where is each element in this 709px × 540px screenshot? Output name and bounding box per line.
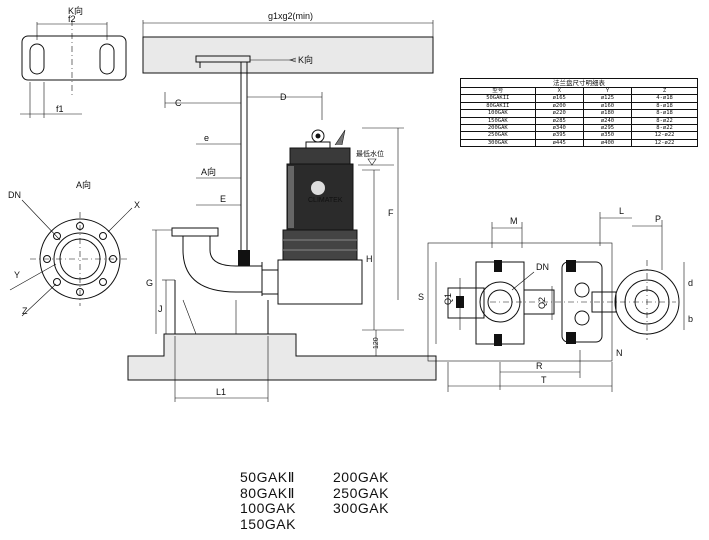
dim-L1: L1	[216, 387, 226, 397]
table-cell: 8-ø18	[631, 109, 698, 118]
model-list-right: 200GAK 250GAK 300GAK	[333, 469, 389, 517]
dim-e: e	[204, 133, 209, 143]
discharge-elbow	[171, 227, 269, 335]
k-view-title: K向	[68, 5, 83, 16]
flange-table-caption: 法兰盘尺寸明细表	[460, 78, 698, 88]
model-name: 100GAK	[240, 500, 296, 516]
plan-view	[427, 242, 680, 362]
table-cell: ø220	[534, 109, 584, 118]
dim-Q1: Q1	[443, 293, 453, 305]
table-row: 200GAK ø340 ø295 8-ø22	[460, 124, 698, 133]
a-view-flange	[30, 212, 130, 306]
model-name: 200GAK	[333, 469, 389, 485]
dim-C: C	[175, 98, 182, 108]
flange-table-header: Z	[631, 86, 698, 96]
table-cell: ø395	[534, 131, 584, 140]
table-row: 150GAK ø285 ø240 8-ø22	[460, 116, 698, 126]
table-cell: ø445	[534, 138, 584, 148]
dim-F: F	[388, 208, 394, 218]
flange-DN-label: DN	[8, 190, 21, 200]
dim-E: E	[220, 194, 226, 204]
table-cell: 150GAK	[460, 116, 536, 126]
dim-N: N	[616, 348, 623, 358]
table-cell: ø340	[534, 124, 584, 133]
table-cell: ø125	[582, 94, 633, 103]
table-row: 300GAK ø445 ø400 12-ø22	[460, 138, 698, 148]
model-name: 300GAK	[333, 500, 389, 516]
table-cell: ø160	[582, 101, 633, 111]
table-cell: 50GAKII	[460, 94, 536, 103]
dim-L: L	[619, 206, 624, 216]
dim-T: T	[541, 375, 547, 385]
table-cell: 12-ø22	[631, 131, 698, 140]
plan-DN-label: DN	[536, 262, 549, 272]
table-cell: ø295	[582, 124, 633, 133]
table-cell: 8-ø18	[631, 101, 698, 111]
table-cell: 250GAK	[460, 131, 536, 140]
dim-d: d	[688, 278, 693, 288]
dim-f1: f1	[56, 104, 64, 114]
model-name: 50GAKⅡ	[240, 469, 296, 485]
flange-X-label: X	[134, 200, 140, 210]
table-row: 250GAK ø395 ø350 12-ø22	[460, 131, 698, 140]
table-cell: ø180	[582, 109, 633, 118]
dim-S: S	[418, 292, 424, 302]
dim-g1xg2: g1xg2(min)	[268, 11, 313, 21]
table-row: 50GAKII ø165 ø125 4-ø18	[460, 94, 698, 103]
pump-installation-drawing: K向 f2 f1 g1xg2(min) K向 C D e CLIMATEK	[8, 5, 693, 402]
table-cell: 8-ø22	[631, 124, 698, 133]
k-view-plate	[20, 20, 127, 118]
brand-label: CLIMATEK	[308, 197, 343, 204]
pump-body: CLIMATEK	[262, 129, 363, 305]
dim-D: D	[280, 92, 287, 102]
top-concrete-slab	[142, 36, 434, 74]
dim-J: J	[158, 304, 163, 314]
flange-table-header: X	[534, 86, 584, 96]
flange-Y-label: Y	[14, 270, 20, 280]
table-cell: 8-ø22	[631, 116, 698, 126]
flange-table-header: 型号	[460, 86, 536, 96]
model-list-left: 50GAKⅡ 80GAKⅡ 100GAK 150GAK	[240, 469, 296, 532]
table-row: 100GAK ø220 ø180 8-ø18	[460, 109, 698, 118]
model-name: 80GAKⅡ	[240, 484, 296, 501]
flange-table-header: Y	[582, 86, 633, 96]
table-cell: 300GAK	[460, 138, 536, 148]
table-row: 80GAKII ø200 ø160 8-ø18	[460, 101, 698, 111]
dim-H: H	[366, 254, 373, 264]
table-cell: 4-ø18	[631, 94, 698, 103]
table-cell: 200GAK	[460, 124, 536, 133]
table-cell: ø165	[534, 94, 584, 103]
table-cell: 80GAKII	[460, 101, 536, 111]
dim-120: 120	[373, 337, 380, 349]
a-view-title: A向	[76, 179, 91, 190]
dim-Q2: Q2	[537, 297, 547, 309]
table-cell: ø200	[534, 101, 584, 111]
dim-M: M	[510, 216, 518, 226]
model-name: 250GAK	[333, 484, 389, 501]
table-cell: 12-ø22	[631, 138, 698, 148]
flange-dimension-table: 法兰盘尺寸明细表 型号 X Y Z 50GAKII ø165 ø125 4-ø1…	[460, 78, 698, 148]
flange-Z-label: Z	[22, 306, 28, 316]
water-level-label: 最低水位	[356, 149, 384, 158]
dim-f2: f2	[68, 14, 76, 24]
table-cell: ø240	[582, 116, 633, 126]
table-cell: ø400	[582, 138, 633, 148]
k-pointer-label: K向	[298, 54, 313, 65]
bottom-concrete-base	[127, 333, 437, 381]
model-name: 150GAK	[240, 515, 296, 532]
dim-G: G	[146, 278, 153, 288]
table-cell: 100GAK	[460, 109, 536, 118]
table-cell: ø285	[534, 116, 584, 126]
a-pointer-label: A向	[201, 166, 216, 177]
dim-P: P	[655, 214, 661, 224]
dim-b: b	[688, 314, 693, 324]
dim-R: R	[536, 361, 543, 371]
table-cell: ø350	[582, 131, 633, 140]
